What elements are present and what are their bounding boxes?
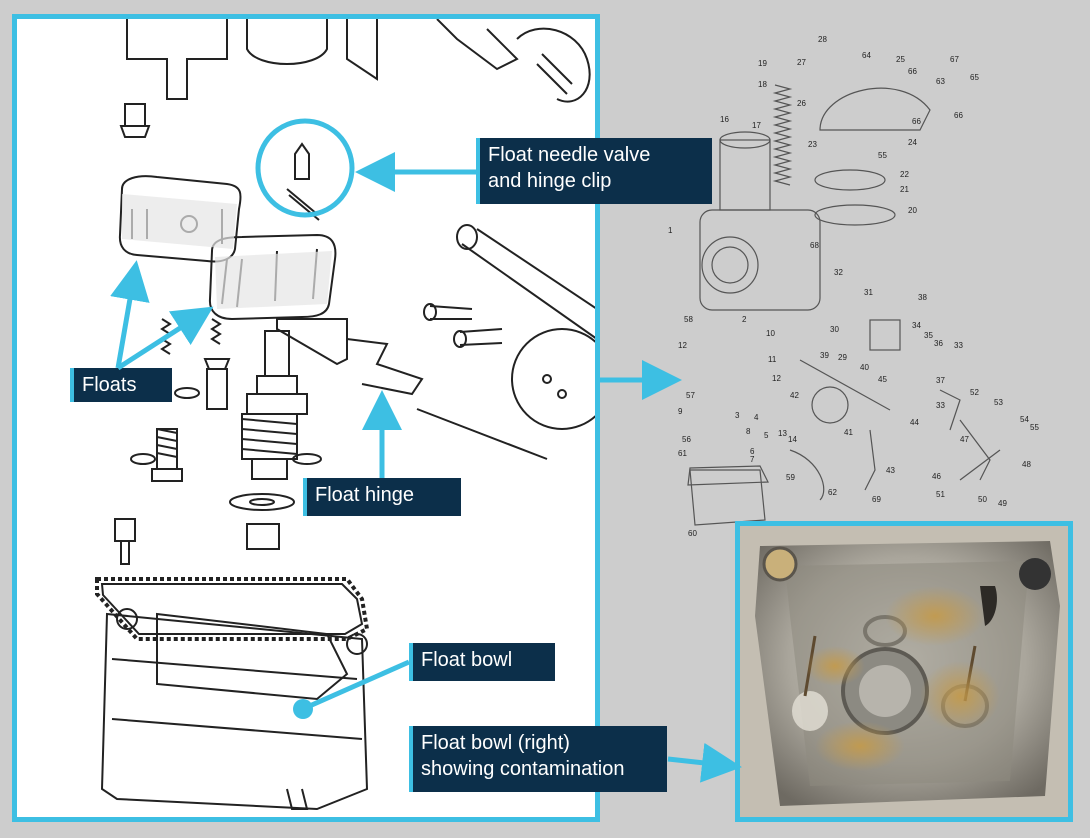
- svg-text:3: 3: [735, 411, 740, 420]
- photo-arrow: [667, 742, 742, 783]
- svg-text:10: 10: [766, 329, 775, 338]
- callout-float-bowl: Float bowl: [409, 643, 555, 681]
- svg-text:20: 20: [908, 206, 917, 215]
- svg-text:38: 38: [918, 293, 927, 302]
- svg-text:19: 19: [758, 59, 767, 68]
- callout-floats: Floats: [70, 368, 172, 402]
- svg-text:66: 66: [912, 117, 921, 126]
- svg-text:55: 55: [1030, 423, 1039, 432]
- svg-text:47: 47: [960, 435, 969, 444]
- svg-text:7: 7: [750, 455, 755, 464]
- svg-text:30: 30: [830, 325, 839, 334]
- svg-text:35: 35: [924, 331, 933, 340]
- svg-text:39: 39: [820, 351, 829, 360]
- svg-text:57: 57: [686, 391, 695, 400]
- callout-float-bowl-text: Float bowl: [421, 649, 513, 671]
- svg-text:31: 31: [864, 288, 873, 297]
- svg-text:9: 9: [678, 407, 683, 416]
- svg-text:14: 14: [788, 435, 797, 444]
- float-bowl-detail-panel: [12, 14, 600, 822]
- svg-text:40: 40: [860, 363, 869, 372]
- svg-text:8: 8: [746, 427, 751, 436]
- svg-text:53: 53: [994, 398, 1003, 407]
- svg-text:13: 13: [778, 429, 787, 438]
- svg-text:45: 45: [878, 375, 887, 384]
- svg-text:12: 12: [772, 374, 781, 383]
- svg-text:17: 17: [752, 121, 761, 130]
- svg-text:28: 28: [818, 35, 827, 44]
- svg-text:54: 54: [1020, 415, 1029, 424]
- svg-text:48: 48: [1022, 460, 1031, 469]
- callout-floats-text: Floats: [82, 374, 137, 396]
- svg-text:12: 12: [678, 341, 687, 350]
- svg-text:11: 11: [768, 355, 777, 364]
- svg-text:33: 33: [936, 401, 945, 410]
- svg-text:37: 37: [936, 376, 945, 385]
- svg-text:58: 58: [684, 315, 693, 324]
- svg-text:63: 63: [936, 77, 945, 86]
- svg-text:66: 66: [908, 67, 917, 76]
- svg-text:60: 60: [688, 529, 697, 538]
- svg-text:42: 42: [790, 391, 799, 400]
- svg-text:68: 68: [810, 241, 819, 250]
- svg-text:21: 21: [900, 185, 909, 194]
- svg-text:32: 32: [834, 268, 843, 277]
- svg-text:34: 34: [912, 321, 921, 330]
- svg-text:16: 16: [720, 115, 729, 124]
- svg-text:52: 52: [970, 388, 979, 397]
- callout-needle-valve-text: Float needle valve and hinge clip: [488, 144, 651, 192]
- svg-text:62: 62: [828, 488, 837, 497]
- callout-float-bowl-right-text: Float bowl (right) showing contamination: [421, 732, 625, 780]
- svg-text:36: 36: [934, 339, 943, 348]
- float-assembly-drawing: [95, 19, 595, 811]
- svg-text:25: 25: [896, 55, 905, 64]
- svg-text:50: 50: [978, 495, 987, 504]
- svg-text:56: 56: [682, 435, 691, 444]
- svg-text:6: 6: [750, 447, 755, 456]
- svg-text:59: 59: [786, 473, 795, 482]
- svg-text:27: 27: [797, 58, 806, 67]
- contaminated-bowl-image: [740, 526, 1068, 817]
- callout-needle-valve: Float needle valve and hinge clip: [476, 138, 712, 204]
- svg-text:61: 61: [678, 449, 687, 458]
- svg-text:44: 44: [910, 418, 919, 427]
- svg-text:2: 2: [742, 315, 747, 324]
- svg-text:4: 4: [754, 413, 759, 422]
- svg-text:29: 29: [838, 353, 847, 362]
- callout-float-hinge-text: Float hinge: [315, 484, 414, 506]
- svg-text:66: 66: [954, 111, 963, 120]
- svg-text:22: 22: [900, 170, 909, 179]
- svg-text:41: 41: [844, 428, 853, 437]
- callout-float-hinge: Float hinge: [303, 478, 461, 516]
- svg-text:46: 46: [932, 472, 941, 481]
- svg-text:69: 69: [872, 495, 881, 504]
- svg-text:65: 65: [970, 73, 979, 82]
- svg-text:51: 51: [936, 490, 945, 499]
- svg-text:33: 33: [954, 341, 963, 350]
- callout-float-bowl-right: Float bowl (right) showing contamination: [409, 726, 667, 792]
- float-bowl-photo: [735, 521, 1073, 822]
- svg-text:26: 26: [797, 99, 806, 108]
- svg-text:55: 55: [878, 151, 887, 160]
- svg-text:24: 24: [908, 138, 917, 147]
- svg-text:67: 67: [950, 55, 959, 64]
- svg-text:23: 23: [808, 140, 817, 149]
- svg-text:64: 64: [862, 51, 871, 60]
- svg-text:43: 43: [886, 466, 895, 475]
- svg-text:5: 5: [764, 431, 769, 440]
- svg-text:49: 49: [998, 499, 1007, 508]
- svg-text:1: 1: [668, 226, 673, 235]
- svg-text:18: 18: [758, 80, 767, 89]
